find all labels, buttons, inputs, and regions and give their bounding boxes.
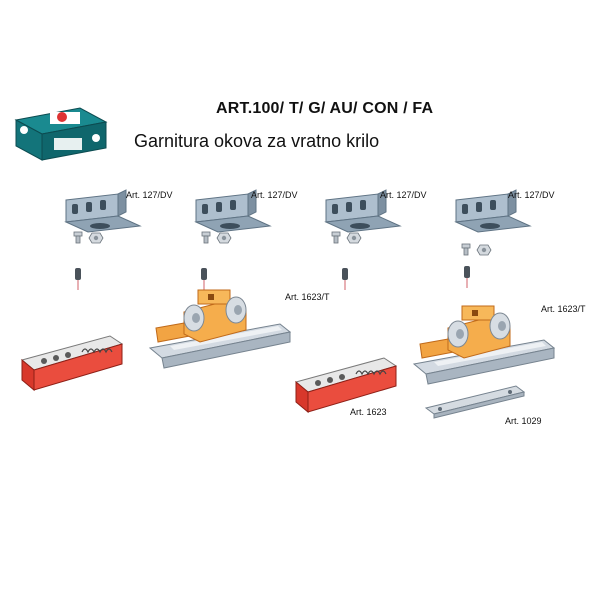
label-carriage-right: Art. 1623/T bbox=[541, 304, 586, 314]
stopper-left bbox=[21, 335, 123, 391]
label-stopper: Art. 1623 bbox=[350, 407, 387, 417]
carriage-left bbox=[149, 289, 291, 369]
label-bracket-1: Art. 127/DV bbox=[126, 190, 173, 200]
bolt-3 bbox=[341, 267, 349, 291]
label-bracket-3: Art. 127/DV bbox=[380, 190, 427, 200]
label-bracket-4: Art. 127/DV bbox=[508, 190, 555, 200]
flat-plate bbox=[424, 385, 526, 419]
label-bracket-2: Art. 127/DV bbox=[251, 190, 298, 200]
screw-nut-1 bbox=[73, 231, 104, 244]
label-carriage-left: Art. 1623/T bbox=[285, 292, 330, 302]
page-title: ART.100/ T/ G/ AU/ CON / FA bbox=[216, 100, 434, 117]
brand-logo bbox=[14, 107, 108, 161]
stopper-middle bbox=[295, 357, 397, 413]
label-plate: Art. 1029 bbox=[505, 416, 542, 426]
screw-nut-2 bbox=[201, 231, 232, 244]
screw-nut-3 bbox=[331, 231, 362, 244]
page-subtitle: Garnitura okova za vratno krilo bbox=[134, 131, 380, 151]
screw-nut-4 bbox=[461, 243, 492, 256]
bolt-2 bbox=[200, 267, 208, 291]
carriage-right bbox=[413, 305, 555, 385]
bolt-1 bbox=[74, 267, 82, 291]
bolt-4 bbox=[463, 265, 471, 289]
